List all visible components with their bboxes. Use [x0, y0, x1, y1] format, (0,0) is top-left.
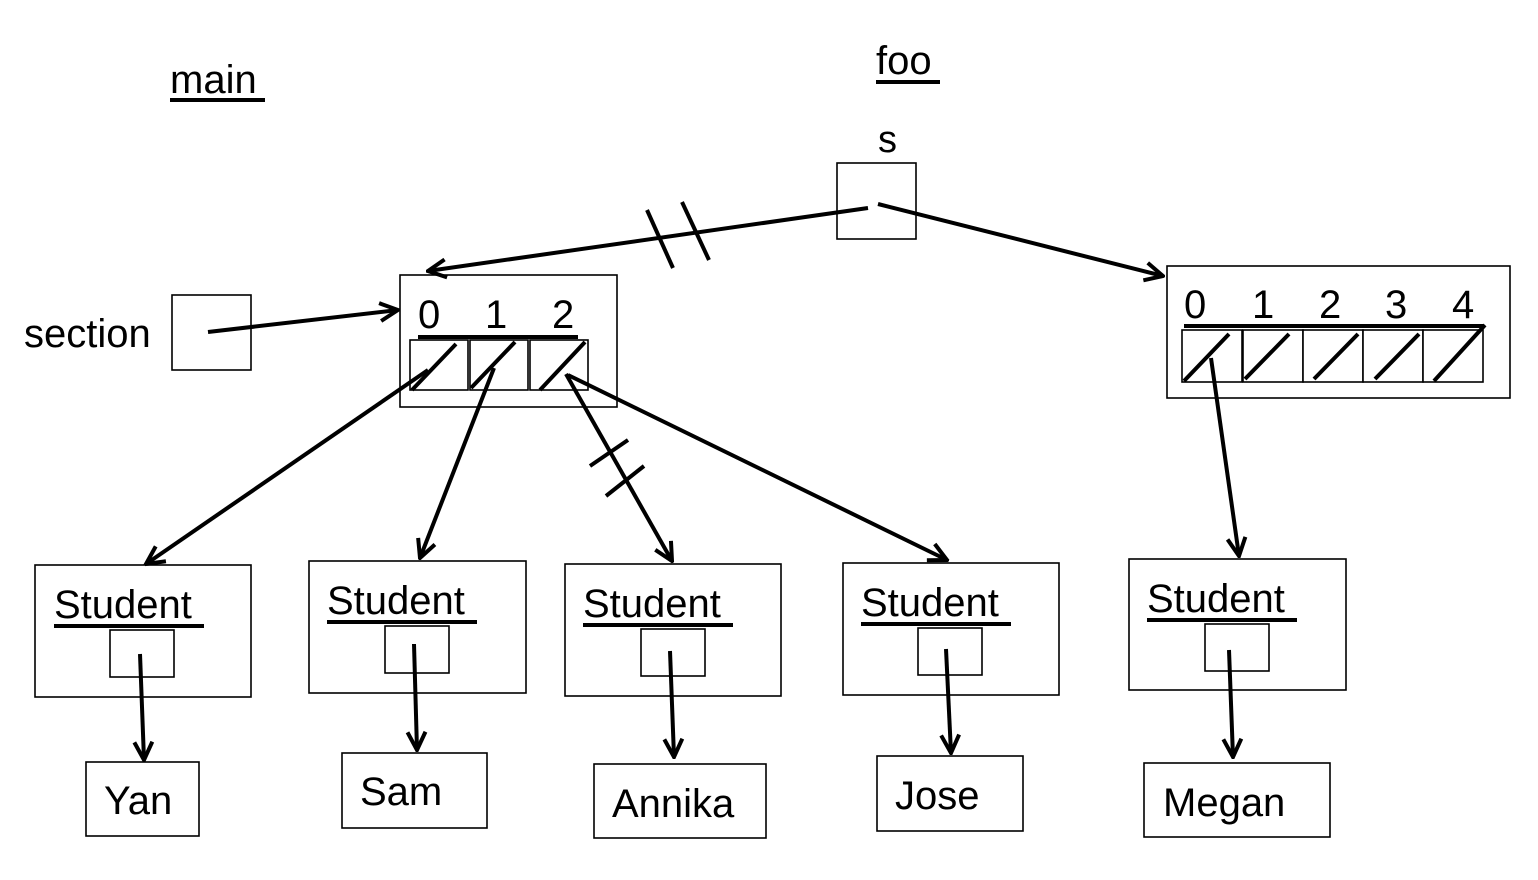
- foo-array-index-2: 2: [1319, 283, 1341, 327]
- cell0-to-yan-arrow: [146, 368, 430, 564]
- main-frame-label: main: [170, 58, 265, 102]
- svg-text:Annika: Annika: [612, 782, 735, 826]
- section-to-array-arrow: [207, 310, 398, 334]
- student-name-field: [917, 627, 983, 676]
- section-array: 0 1 2: [399, 274, 618, 408]
- s-arrow-strike-marks: [645, 201, 711, 269]
- cell1-to-sam-arrow: [420, 367, 496, 558]
- s-variable-label: s: [878, 119, 897, 161]
- cell2-to-annika-arrow-crossed: [564, 373, 672, 561]
- svg-text:Megan: Megan: [1163, 781, 1285, 825]
- yan-name-arrow: [140, 653, 144, 760]
- student-object-jose: Student: [842, 562, 1060, 696]
- student-class-label: Student: [54, 583, 192, 627]
- foo-frame-label: foo: [876, 39, 940, 84]
- name-string-yan: Yan: [85, 761, 200, 837]
- section-array-index-2: 2: [552, 293, 574, 337]
- student-object-sam: Student: [308, 560, 527, 694]
- foo-array-index-1: 1: [1252, 283, 1274, 327]
- foo-array-index-4: 4: [1452, 283, 1474, 327]
- student-class-label: Student: [583, 582, 721, 626]
- student-class-label: Student: [327, 579, 465, 623]
- student-class-label: Student: [861, 581, 999, 625]
- name-string-annika: Annika: [593, 763, 767, 839]
- student-object-yan: Student: [34, 564, 252, 698]
- student-object-megan: Student: [1128, 558, 1347, 691]
- sam-name-arrow: [414, 643, 417, 750]
- foo-cell0-to-megan-arrow: [1209, 357, 1239, 556]
- name-string-jose: Jose: [876, 755, 1024, 832]
- foo-array: 0 1 2 3 4: [1166, 265, 1511, 399]
- student-name-field: [640, 628, 706, 677]
- student-object-annika: Student: [564, 563, 782, 697]
- name-string-megan: Megan: [1143, 762, 1331, 838]
- annika-arrow-strike-marks: [588, 438, 646, 498]
- s-to-section-array-arrow-crossed: [428, 206, 869, 271]
- annika-name-arrow: [670, 650, 674, 757]
- student-name-field: [384, 625, 450, 674]
- student-class-label: Student: [1147, 577, 1285, 621]
- s-variable-box: [836, 162, 917, 240]
- megan-name-arrow: [1229, 649, 1233, 757]
- cell2-to-jose-arrow: [567, 373, 947, 560]
- section-variable-label: section: [24, 312, 151, 356]
- svg-text:Jose: Jose: [895, 774, 980, 818]
- svg-text:main: main: [170, 58, 257, 102]
- foo-array-index-0: 0: [1184, 283, 1206, 327]
- section-array-index-1: 1: [485, 293, 507, 337]
- jose-name-arrow: [946, 648, 951, 753]
- student-name-field: [1204, 623, 1270, 672]
- svg-text:foo: foo: [876, 39, 932, 83]
- svg-text:Sam: Sam: [360, 770, 442, 814]
- svg-text:Yan: Yan: [104, 779, 172, 823]
- name-string-sam: Sam: [341, 752, 488, 829]
- s-to-foo-array-arrow: [877, 202, 1163, 276]
- foo-array-index-3: 3: [1385, 283, 1407, 327]
- section-array-index-0: 0: [418, 293, 440, 337]
